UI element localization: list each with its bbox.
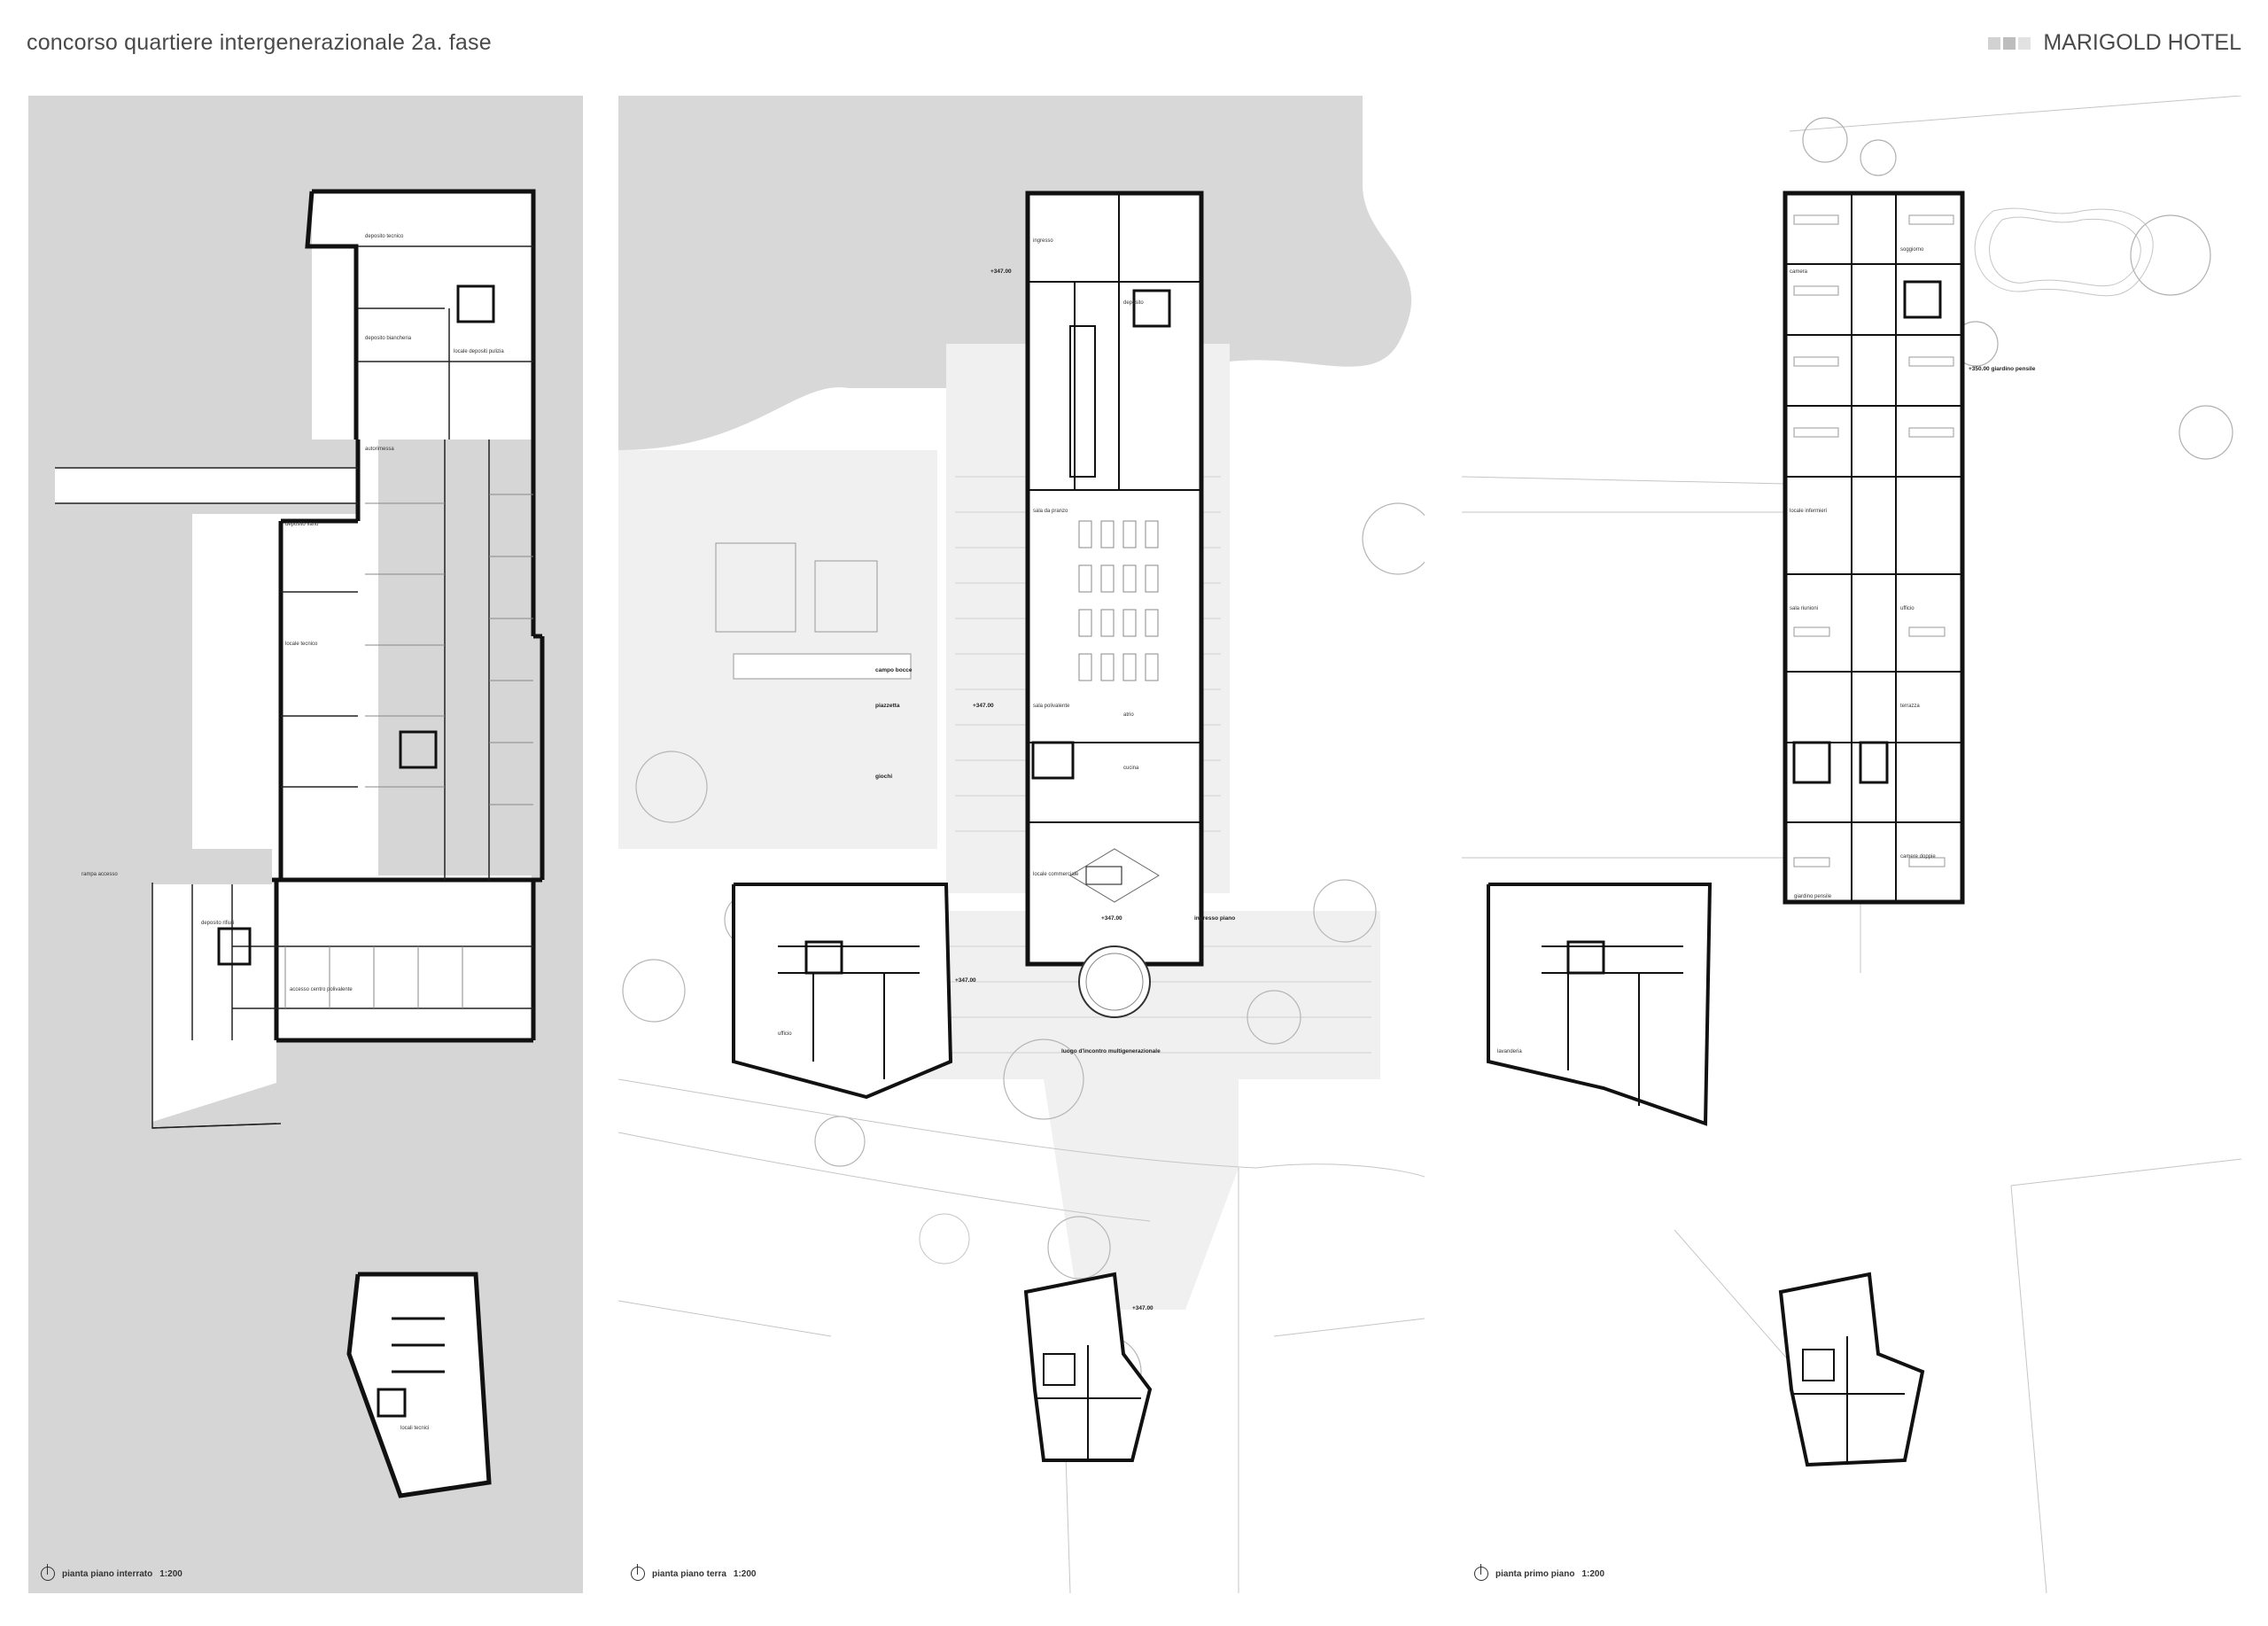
room-label: locale depositi pulizia <box>454 349 504 354</box>
room-label: atrio <box>1123 712 1134 718</box>
plan-panel-first: soggiorno camera locale infermieri sala … <box>1462 96 2241 1593</box>
room-label: soggiorno <box>1900 247 1924 253</box>
room-label: sala polivalente <box>1033 704 1070 709</box>
caption-scale: 1:200 <box>159 1568 183 1579</box>
room-label: accesso centro polivalente <box>290 987 353 992</box>
room-label: autorimessa <box>365 447 394 452</box>
room-label: deposito rifiuti <box>201 921 234 926</box>
north-arrow-icon <box>41 1564 55 1581</box>
area-label: ingresso piano <box>1194 915 1235 922</box>
room-label: giardino pensile <box>1794 894 1832 899</box>
panel-caption: pianta primo piano 1:200 <box>1474 1564 1605 1581</box>
area-label: giochi <box>875 774 892 780</box>
room-label: camere doppie <box>1900 854 1936 860</box>
caption-title: pianta piano terra <box>652 1568 726 1579</box>
room-label: ufficio <box>778 1031 792 1037</box>
room-label: locale tecnico <box>285 642 318 647</box>
caption-title: pianta piano interrato <box>62 1568 153 1579</box>
area-label: luogo d'incontro multigenerazionale <box>1061 1048 1161 1054</box>
brand-name: MARIGOLD HOTEL <box>2043 30 2241 55</box>
level-label: +347.00 <box>973 703 994 709</box>
room-label: cucina <box>1123 766 1139 771</box>
brand: MARIGOLD HOTEL <box>1988 30 2241 56</box>
room-label: deposito tecnico <box>365 234 404 239</box>
room-label: deposito <box>1123 300 1144 306</box>
area-label: piazzetta <box>875 703 900 709</box>
page-title: concorso quartiere intergenerazionale 2a… <box>27 30 492 55</box>
room-label: locale infermieri <box>1790 509 1827 514</box>
caption-title: pianta primo piano <box>1495 1568 1575 1579</box>
room-label: sala riunioni <box>1790 606 1818 611</box>
room-label: terrazza <box>1900 704 1920 709</box>
room-label: rampa accesso <box>82 872 118 877</box>
plan-panel-ground: ingresso deposito sala da pranzo sala po… <box>618 96 1425 1593</box>
panel-caption: pianta piano interrato 1:200 <box>41 1564 183 1581</box>
room-label: locale commerciale <box>1033 872 1079 877</box>
level-label: +350.00 giardino pensile <box>1969 366 2036 372</box>
caption-scale: 1:200 <box>733 1568 757 1579</box>
room-label: deposito biancheria <box>365 336 412 341</box>
brand-logo-icon <box>1988 36 2031 50</box>
area-label: campo bocce <box>875 667 913 673</box>
room-label: locali tecnici <box>400 1426 429 1431</box>
level-label: +347.00 <box>955 977 976 984</box>
room-label: deposito vario <box>285 522 319 527</box>
north-arrow-icon <box>1474 1564 1488 1581</box>
plan-panel-basement: deposito tecnico deposito biancheria loc… <box>28 96 583 1593</box>
level-label: +347.00 <box>1132 1305 1153 1311</box>
north-arrow-icon <box>631 1564 645 1581</box>
basement-plan-drawing: deposito tecnico deposito biancheria loc… <box>55 189 545 1498</box>
caption-scale: 1:200 <box>1581 1568 1605 1579</box>
room-label: camera <box>1790 269 1808 275</box>
ground-plan-drawing: ingresso deposito sala da pranzo sala po… <box>618 96 1425 1593</box>
level-label: +347.00 <box>1101 915 1122 922</box>
room-label: ufficio <box>1900 606 1915 611</box>
room-label: lavanderia <box>1497 1049 1522 1054</box>
room-label: sala da pranzo <box>1033 509 1068 514</box>
panel-caption: pianta piano terra 1:200 <box>631 1564 757 1581</box>
level-label: +347.00 <box>990 268 1012 275</box>
first-floor-plan-drawing: soggiorno camera locale infermieri sala … <box>1462 96 2241 1593</box>
room-label: ingresso <box>1033 238 1053 244</box>
